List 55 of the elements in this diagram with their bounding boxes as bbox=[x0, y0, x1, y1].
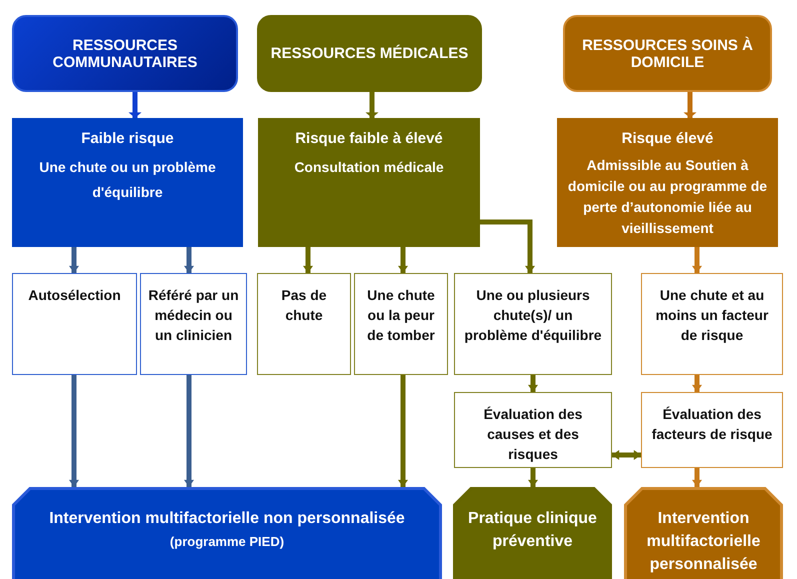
node-title: RESSOURCES MÉDICALES bbox=[270, 45, 468, 62]
arrow bbox=[128, 92, 142, 118]
arrow bbox=[366, 92, 378, 118]
process-box bbox=[641, 392, 783, 468]
node-title: Risque faible à élevé bbox=[295, 129, 443, 149]
outcome-box bbox=[12, 487, 442, 579]
process-box bbox=[257, 273, 351, 375]
arrow bbox=[69, 375, 79, 487]
node-title: Intervention multifactorielle personnalisée bbox=[646, 509, 762, 575]
node-title: Une chute et au moins un facteur de risque bbox=[654, 286, 770, 345]
node-title: Autosélection bbox=[28, 286, 121, 305]
node-subtitle: Consultation médicale bbox=[294, 158, 444, 177]
arrow bbox=[69, 247, 79, 273]
node-subtitle: (programme PIED) bbox=[170, 533, 284, 551]
risk-level-box bbox=[12, 118, 243, 247]
arrow bbox=[184, 247, 194, 273]
arrow bbox=[528, 375, 538, 392]
process-box bbox=[454, 273, 612, 375]
process-box bbox=[641, 273, 783, 375]
node-title: Évaluation des causes et des risques bbox=[482, 405, 584, 464]
arrow bbox=[480, 220, 535, 273]
node-title: Pas de chute bbox=[280, 286, 328, 325]
process-box bbox=[140, 273, 247, 375]
process-box bbox=[454, 392, 612, 468]
node-title: Intervention multifactorielle non personnalisée bbox=[49, 509, 405, 529]
process-box bbox=[12, 273, 137, 375]
arrow bbox=[692, 468, 702, 487]
node-title: RESSOURCES SOINS À DOMICILE bbox=[581, 36, 754, 70]
process-box bbox=[354, 273, 448, 375]
arrow bbox=[692, 247, 702, 273]
arrow bbox=[692, 375, 702, 392]
risk-level-box bbox=[557, 118, 778, 247]
resource-header bbox=[257, 15, 482, 92]
arrow bbox=[184, 375, 194, 487]
node-title: Faible risque bbox=[81, 129, 174, 149]
node-title: RESSOURCES COMMUNAUTAIRES bbox=[52, 36, 198, 70]
node-subtitle: Une chute ou un problème d'équilibre bbox=[38, 158, 217, 202]
node-title: Référé par un médecin ou un clinicien bbox=[147, 286, 240, 345]
resource-header bbox=[12, 15, 238, 92]
node-title: Une ou plusieurs chute(s)/ un problème d'équilibre bbox=[463, 286, 603, 345]
outcome-box bbox=[453, 487, 612, 579]
node-title: Pratique clinique préventive bbox=[467, 509, 598, 552]
arrow bbox=[398, 375, 408, 487]
arrow bbox=[612, 450, 641, 460]
node-title: Évaluation des facteurs de risque bbox=[650, 405, 774, 444]
arrow bbox=[303, 247, 313, 273]
risk-level-box bbox=[258, 118, 480, 247]
arrow bbox=[398, 247, 408, 273]
node-title: Une chute ou la peur de tomber bbox=[366, 286, 436, 345]
arrow bbox=[528, 468, 538, 487]
arrow bbox=[684, 92, 696, 118]
node-title: Risque élevé bbox=[622, 129, 714, 149]
outcome-box bbox=[624, 487, 783, 579]
node-subtitle: Admissible au Soutien à domicile ou au programme de perte d’autonomie liée au vieillissement bbox=[567, 156, 768, 238]
resource-header bbox=[563, 15, 772, 92]
